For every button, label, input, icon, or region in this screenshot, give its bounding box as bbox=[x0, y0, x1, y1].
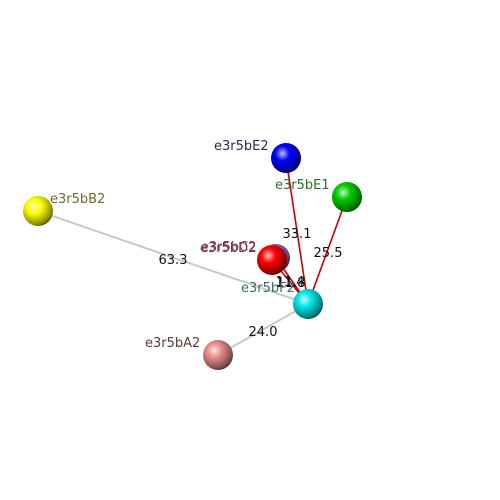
distance-label-a2: 24.0 bbox=[249, 325, 278, 340]
bond-f2-e2 bbox=[285, 157, 309, 305]
distance-label-d2: 11.8 bbox=[277, 276, 306, 291]
atom-label-f2: e3r5bF2 bbox=[241, 281, 295, 296]
atom-label-b2: e3r5bB2 bbox=[50, 192, 105, 207]
atom-a2[interactable] bbox=[203, 340, 233, 370]
atom-label-a2: e3r5bA2 bbox=[145, 336, 200, 351]
atom-layer bbox=[23, 143, 362, 370]
atom-e1[interactable] bbox=[332, 182, 362, 212]
distance-label-c2: 11.4 bbox=[276, 275, 305, 290]
atom-f2[interactable] bbox=[293, 289, 323, 319]
atom-label-c2: e3r5bC2 bbox=[201, 240, 257, 255]
bond-f2-e1 bbox=[307, 196, 348, 305]
bond-f2-b2 bbox=[37, 210, 309, 305]
distance-label-b2: 63.3 bbox=[159, 253, 188, 268]
distance-label-e2: 33.1 bbox=[283, 227, 312, 242]
atom-label-e1: e3r5bE1 bbox=[275, 178, 330, 193]
distance-label-e1: 25.5 bbox=[314, 246, 343, 261]
bond-f2-a2 bbox=[217, 303, 309, 356]
atom-b2[interactable] bbox=[23, 196, 53, 226]
atom-e2[interactable] bbox=[271, 143, 301, 173]
atom-label-d2: e3r5bD2 bbox=[200, 241, 256, 256]
atom-label-e2: e3r5bE2 bbox=[214, 139, 269, 154]
label-layer: 63.3 24.0 33.125.5 11.811.4 e3r5bB2 e3r5bE2 e3… bbox=[50, 139, 342, 351]
atom-d2[interactable] bbox=[257, 245, 287, 275]
